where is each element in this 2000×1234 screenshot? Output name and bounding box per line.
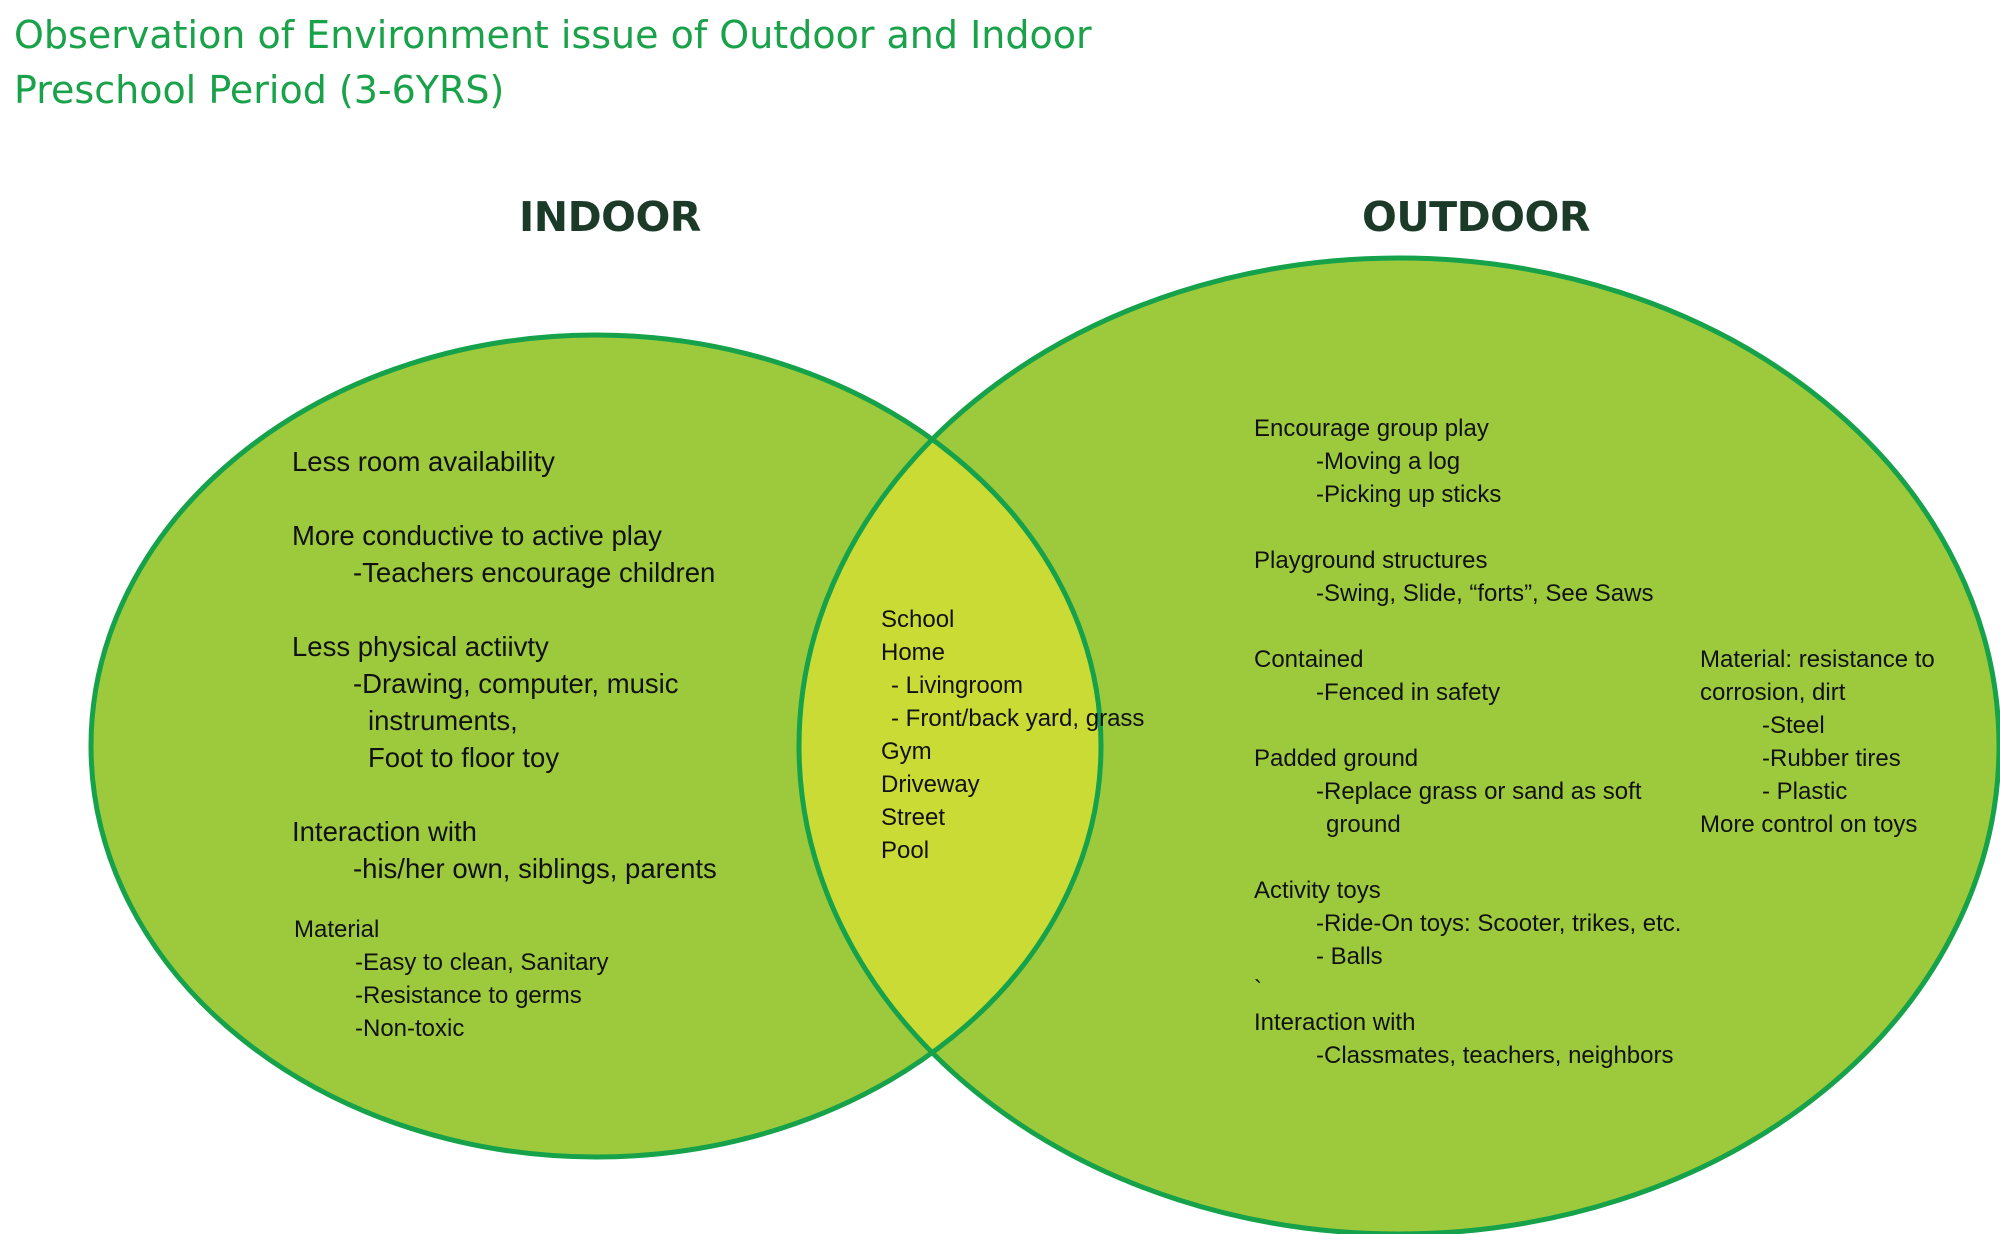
- overlap-pool: Pool: [881, 837, 930, 864]
- material-corrosion: corrosion, dirt: [1700, 679, 1846, 706]
- outdoor-heading: OUTDOOR: [1362, 193, 1590, 241]
- material-resistance: Material: resistance to: [1700, 646, 1935, 673]
- material-control: More control on toys: [1700, 811, 1918, 838]
- title-line-1: Observation of Environment issue of Outd…: [14, 13, 1092, 57]
- outdoor-classmates: -Classmates, teachers, neighbors: [1316, 1042, 1674, 1069]
- indoor-instruments: instruments,: [368, 705, 518, 736]
- indoor-conductive: More conductive to active play: [292, 520, 662, 551]
- outdoor-list: Encourage group play -Moving a log -Pick…: [1254, 412, 1681, 1072]
- indoor-teachers: -Teachers encourage children: [353, 557, 716, 588]
- material-steel: -Steel: [1762, 712, 1825, 739]
- overlap-driveway: Driveway: [881, 771, 980, 798]
- diagram-title: Observation of Environment issue of Outd…: [14, 8, 1092, 118]
- outdoor-replace: -Replace grass or sand as soft: [1316, 778, 1642, 805]
- outdoor-swing: -Swing, Slide, “forts”, See Saws: [1316, 580, 1654, 607]
- indoor-material-germs: -Resistance to germs: [355, 982, 582, 1009]
- indoor-material-toxic: -Non-toxic: [355, 1015, 465, 1042]
- outdoor-backtick: `: [1254, 976, 1262, 1003]
- outdoor-ride: -Ride-On toys: Scooter, trikes, etc.: [1316, 910, 1682, 937]
- outdoor-interaction: Interaction with: [1254, 1009, 1416, 1036]
- outdoor-material: Material: resistance to corrosion, dirt …: [1700, 643, 1935, 841]
- outdoor-playground: Playground structures: [1254, 547, 1488, 574]
- indoor-siblings: -his/her own, siblings, parents: [353, 853, 717, 884]
- material-rubber: -Rubber tires: [1762, 745, 1901, 772]
- indoor-foot: Foot to floor toy: [368, 742, 560, 773]
- indoor-heading: INDOOR: [519, 193, 701, 241]
- indoor-drawing: -Drawing, computer, music: [353, 668, 679, 699]
- outdoor-contained: Contained: [1254, 646, 1364, 673]
- overlap-livingroom: - Livingroom: [891, 672, 1024, 699]
- indoor-circle: [91, 335, 1101, 1157]
- indoor-material-clean: -Easy to clean, Sanitary: [355, 949, 609, 976]
- material-plastic: - Plastic: [1762, 778, 1848, 805]
- outdoor-circle: [799, 258, 1999, 1234]
- outdoor-padded: Padded ground: [1254, 745, 1419, 772]
- overlap-yard: - Front/back yard, grass: [891, 705, 1145, 732]
- outdoor-activity: Activity toys: [1254, 877, 1381, 904]
- indoor-material-title: Material: [294, 916, 380, 943]
- outdoor-sticks: -Picking up sticks: [1316, 481, 1502, 508]
- outdoor-ground: ground: [1326, 811, 1401, 838]
- indoor-physical: Less physical actiivty: [292, 631, 549, 662]
- title-line-2: Preschool Period (3-6YRS): [14, 68, 505, 112]
- indoor-circle-outline: [88, 332, 1104, 1160]
- outdoor-circle-outline: [796, 255, 2000, 1234]
- overlap-school: School: [881, 606, 955, 633]
- outdoor-balls: - Balls: [1316, 943, 1383, 970]
- outdoor-fenced: -Fenced in safety: [1316, 679, 1501, 706]
- indoor-interaction: Interaction with: [292, 816, 477, 847]
- overlap-home: Home: [881, 639, 946, 666]
- indoor-room: Less room availability: [292, 446, 555, 477]
- outdoor-log: -Moving a log: [1316, 448, 1461, 475]
- indoor-material: Material -Easy to clean, Sanitary -Resis…: [294, 913, 608, 1045]
- outdoor-group-play: Encourage group play: [1254, 415, 1489, 442]
- overlap-street: Street: [881, 804, 946, 831]
- indoor-list: Less room availability More conductive t…: [292, 443, 717, 887]
- overlap-gym: Gym: [881, 738, 932, 765]
- overlap-list: School Home - Livingroom - Front/back ya…: [881, 603, 1144, 867]
